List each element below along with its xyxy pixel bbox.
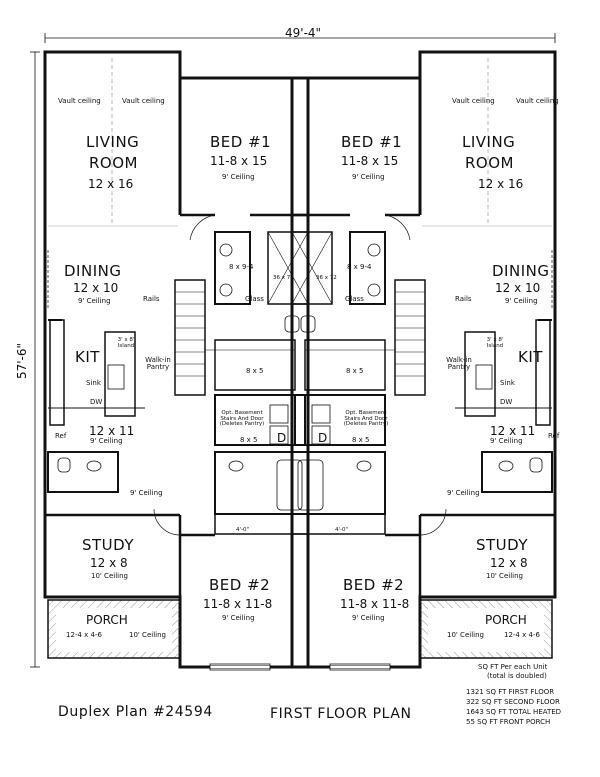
left-bed1-size: 11-8 x 15 [210, 154, 268, 168]
left-study-label: STUDY [82, 536, 135, 554]
right-dryer: D [318, 431, 328, 445]
stat-total-heated: 1643 SQ FT TOTAL HEATED [466, 708, 562, 716]
right-porch-size: 12-4 x 4-6 [504, 631, 540, 639]
left-living-label: LIVING [86, 133, 140, 151]
right-study-label: STUDY [476, 536, 529, 554]
left-bed1-label: BED #1 [210, 133, 272, 151]
left-bed1-ceiling: 9' Ceiling [222, 173, 255, 181]
left-ref: Ref [55, 432, 67, 440]
left-four-zero: 4'-0" [236, 527, 250, 533]
right-ref: Ref [548, 432, 560, 440]
right-laundry-size: 8 x 5 [352, 436, 370, 444]
left-kit-label: KIT [75, 348, 100, 366]
stat-first-floor: 1321 SQ FT FIRST FLOOR [466, 688, 555, 696]
left-island: 3' x 8' Island [117, 337, 135, 349]
stat-front-porch: 55 SQ FT FRONT PORCH [466, 718, 551, 726]
right-closet-size: 36 x 72 [316, 275, 337, 281]
left-porch-ceiling: 10' Ceiling [129, 631, 166, 639]
right-study-size: 12 x 8 [490, 556, 528, 570]
right-bed2-label: BED #2 [343, 576, 405, 594]
right-living-label: LIVING [462, 133, 516, 151]
right-hall-ceiling: 9' Ceiling [447, 489, 480, 497]
right-vault-ceiling-2: Vault ceiling [516, 97, 559, 105]
left-dw: DW [90, 398, 103, 406]
left-porch-label: PORCH [86, 613, 128, 627]
right-dining-label: DINING [492, 262, 550, 280]
left-study-size: 12 x 8 [90, 556, 128, 570]
right-dining-ceiling: 9' Ceiling [505, 297, 538, 305]
left-bath1-size: 8 x 9-4 [229, 263, 254, 271]
right-island: 3' x 8' Island [486, 337, 504, 349]
overall-depth: 57'-6" [15, 342, 30, 380]
left-hall-ceiling: 9' Ceiling [130, 489, 163, 497]
right-room-label: ROOM [465, 154, 514, 172]
left-kit-size: 12 x 11 [89, 424, 135, 438]
left-vault-ceiling-1: Vault ceiling [58, 97, 101, 105]
right-porch-label: PORCH [485, 613, 527, 627]
left-bed2-ceiling: 9' Ceiling [222, 614, 255, 622]
right-walkin-size: 8 x 5 [346, 367, 364, 375]
left-porch-size: 12-4 x 4-6 [66, 631, 102, 639]
left-dryer: D [277, 431, 287, 445]
left-walkin-size: 8 x 5 [246, 367, 264, 375]
right-basement-note: Opt. Basement Stairs And Door (Deletes P… [343, 410, 389, 427]
right-glass: Glass [345, 295, 364, 303]
right-bed1-size: 11-8 x 15 [341, 154, 399, 168]
left-laundry-size: 8 x 5 [240, 436, 258, 444]
right-bed1-label: BED #1 [341, 133, 403, 151]
sqft-note-2: (total is doubled) [487, 672, 547, 680]
left-kit-ceiling: 9' Ceiling [90, 437, 123, 445]
right-kit-size: 12 x 11 [490, 424, 536, 438]
left-living-size: 12 x 16 [88, 177, 134, 191]
left-dining-label: DINING [64, 262, 122, 280]
plan-name: Duplex Plan #24594 [58, 704, 213, 720]
right-bed2-size: 11-8 x 11-8 [340, 597, 410, 611]
right-dining-size: 12 x 10 [495, 281, 541, 295]
left-rails: Rails [143, 295, 160, 303]
left-glass: Glass [245, 295, 264, 303]
left-sink: Sink [86, 379, 101, 387]
overall-width: 49'-4" [285, 26, 322, 40]
right-walkin-pantry: Walk-in Pantry [446, 356, 472, 371]
left-dining-ceiling: 9' Ceiling [78, 297, 111, 305]
right-dw: DW [500, 398, 513, 406]
right-study-ceiling: 10' Ceiling [486, 572, 523, 580]
left-dining-size: 12 x 10 [73, 281, 119, 295]
right-bed1-ceiling: 9' Ceiling [352, 173, 385, 181]
right-bed2-ceiling: 9' Ceiling [352, 614, 385, 622]
right-kit-label: KIT [518, 348, 543, 366]
right-kit-ceiling: 9' Ceiling [490, 437, 523, 445]
left-closet-size: 36 x 72 [273, 275, 294, 281]
sqft-note-1: SQ FT Per each Unit [478, 663, 548, 671]
left-room-label: ROOM [89, 154, 138, 172]
right-porch-ceiling: 10' Ceiling [447, 631, 484, 639]
right-rails: Rails [455, 295, 472, 303]
left-walkin-pantry: Walk-in Pantry [145, 356, 171, 371]
right-sink: Sink [500, 379, 515, 387]
right-vault-ceiling-1: Vault ceiling [452, 97, 495, 105]
stat-second-floor: 322 SQ FT SECOND FLOOR [466, 698, 560, 706]
right-four-zero: 4'-0" [335, 527, 349, 533]
right-living-size: 12 x 16 [478, 177, 524, 191]
left-bed2-label: BED #2 [209, 576, 271, 594]
left-study-ceiling: 10' Ceiling [91, 572, 128, 580]
left-bed2-size: 11-8 x 11-8 [203, 597, 273, 611]
left-basement-note: Opt. Basement Stairs And Door (Deletes P… [219, 410, 265, 427]
left-vault-ceiling-2: Vault ceiling [122, 97, 165, 105]
plan-title: FIRST FLOOR PLAN [270, 706, 412, 722]
right-bath1-size: 8 x 9-4 [347, 263, 372, 271]
